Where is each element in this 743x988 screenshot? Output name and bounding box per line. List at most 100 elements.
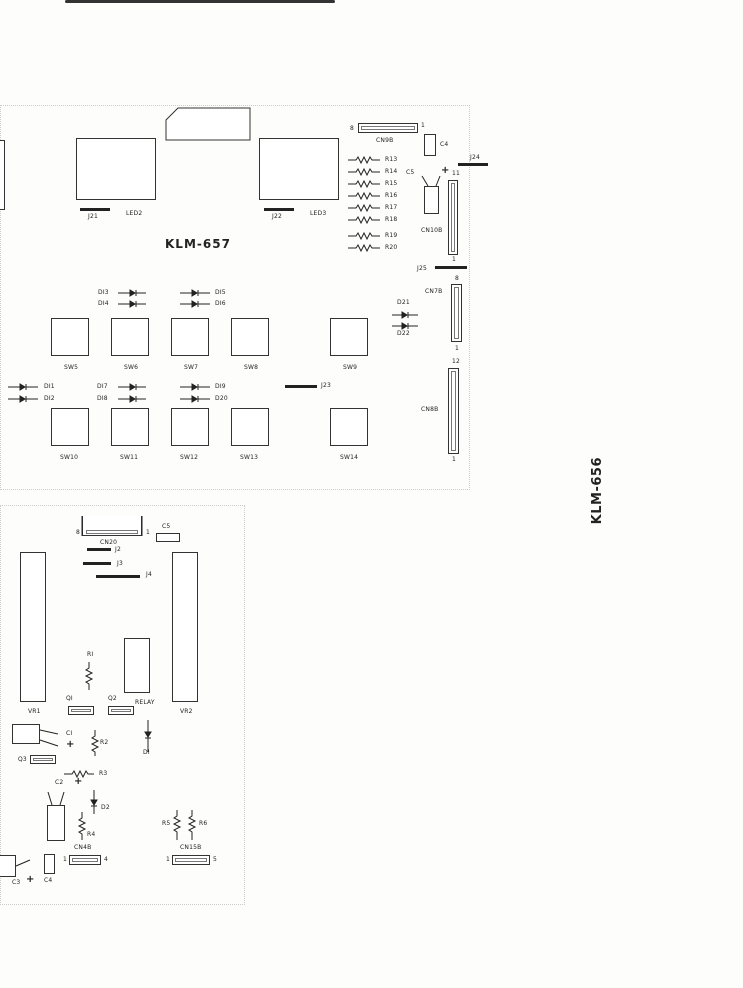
vr1-slider <box>20 552 46 702</box>
d21-label: D21 <box>397 299 410 306</box>
c3-plus: + <box>26 874 35 885</box>
resistor-zigzag-icon <box>348 232 380 240</box>
sw14-label: SW14 <box>340 454 359 461</box>
d2-label: D2 <box>101 804 110 811</box>
di4-label: DI4 <box>98 300 109 307</box>
q3-transistor <box>30 755 56 764</box>
cn7b-label: CN7B <box>425 288 443 295</box>
sw6-label: SW6 <box>124 364 139 371</box>
cn4b-right-pin: 4 <box>104 856 109 863</box>
resistor-label: R20 <box>385 244 398 251</box>
cn20-connector <box>82 516 142 536</box>
j22-label: J22 <box>272 213 283 220</box>
c4-lower-label: C4 <box>44 877 53 884</box>
left-edge-component <box>0 140 5 210</box>
sw11-label: SW11 <box>120 454 139 461</box>
q1-label: QI <box>66 695 73 702</box>
cn10b-top-pin: 11 <box>452 170 461 177</box>
di3-label: DI3 <box>98 289 109 296</box>
switch-sw8 <box>231 318 269 356</box>
resistor-zigzag-icon <box>348 204 380 212</box>
led3-display <box>259 138 339 200</box>
cn9b-connector <box>358 123 418 133</box>
upper-board-title: KLM-657 <box>165 237 231 251</box>
j23-label: J23 <box>321 382 332 389</box>
j2-label: J2 <box>115 546 121 553</box>
switch-sw14 <box>330 408 368 446</box>
jumper-j21 <box>80 208 110 211</box>
led2-label: LED2 <box>126 210 143 217</box>
jumper-j23 <box>285 385 317 388</box>
c5-label: C5 <box>406 169 415 176</box>
sw12-label: SW12 <box>180 454 199 461</box>
c5-capacitor <box>424 186 439 214</box>
c5-lower-capacitor <box>156 533 180 542</box>
resistor-zigzag-icon <box>348 180 380 188</box>
cn20-right-pin: 1 <box>146 529 151 536</box>
resistor-label: R13 <box>385 156 398 163</box>
cn9b-right-pin: 1 <box>421 122 426 129</box>
cn4b-left-pin: 1 <box>63 856 68 863</box>
di7-label: DI7 <box>97 383 108 390</box>
resistor-label: R14 <box>385 168 398 175</box>
c2-label: C2 <box>55 779 64 786</box>
cn15b-connector <box>172 855 210 865</box>
cn7b-connector <box>451 284 462 342</box>
r1-label: RI <box>87 651 94 658</box>
c1-capacitor <box>12 724 40 744</box>
resistor-label: R19 <box>385 232 398 239</box>
q2-label: Q2 <box>108 695 117 702</box>
sw5-label: SW5 <box>64 364 79 371</box>
di9-label: DI9 <box>215 383 226 390</box>
led3-label: LED3 <box>310 210 327 217</box>
vr1-label: VR1 <box>28 708 41 715</box>
vr2-slider <box>172 552 198 702</box>
relay-label: RELAY <box>135 699 155 706</box>
c5-plus: + <box>441 165 450 176</box>
cn8b-bottom-pin: 1 <box>452 456 457 463</box>
q1-transistor <box>68 706 94 715</box>
upper-board-outline <box>0 105 470 490</box>
resistor-label: R18 <box>385 216 398 223</box>
c4-lower-capacitor <box>44 854 55 874</box>
cn10b-label: CN10B <box>421 227 443 234</box>
resistor-label: R16 <box>385 192 398 199</box>
resistor-label: R15 <box>385 180 398 187</box>
jumper-j24 <box>458 163 488 166</box>
r5-label: R5 <box>162 820 171 827</box>
sw13-label: SW13 <box>240 454 259 461</box>
switch-sw13 <box>231 408 269 446</box>
cn10b-connector <box>448 180 458 255</box>
relay-component <box>124 638 150 693</box>
jumper-j4 <box>96 575 140 578</box>
switch-sw5 <box>51 318 89 356</box>
jumper-j22 <box>264 208 294 211</box>
d22-label: D22 <box>397 330 410 337</box>
c2-capacitor <box>47 805 65 841</box>
cn9b-label: CN9B <box>376 137 394 144</box>
di6-label: DI6 <box>215 300 226 307</box>
scan-edge-line <box>65 0 335 3</box>
d20-label: D20 <box>215 395 228 402</box>
c4-label: C4 <box>440 141 449 148</box>
vr2-label: VR2 <box>180 708 193 715</box>
switch-sw6 <box>111 318 149 356</box>
di8-label: DI8 <box>97 395 108 402</box>
di1-label: DI1 <box>44 383 55 390</box>
sw7-label: SW7 <box>184 364 199 371</box>
cn7b-top-pin: 8 <box>455 275 460 282</box>
resistor-zigzag-icon <box>348 156 380 164</box>
c1-plus: + <box>66 739 75 750</box>
cn4b-label: CN4B <box>74 844 92 851</box>
c3-label: C3 <box>12 879 21 886</box>
cn10b-bottom-pin: 1 <box>452 256 457 263</box>
resistor-zigzag-icon <box>348 168 380 176</box>
lower-board-title: KLM-656 <box>590 457 605 525</box>
switch-sw10 <box>51 408 89 446</box>
j21-label: J21 <box>88 213 99 220</box>
di5-label: DI5 <box>215 289 226 296</box>
r3-label: R3 <box>99 770 108 777</box>
r2-label: R2 <box>100 739 109 746</box>
resistor-zigzag-icon <box>348 244 380 252</box>
